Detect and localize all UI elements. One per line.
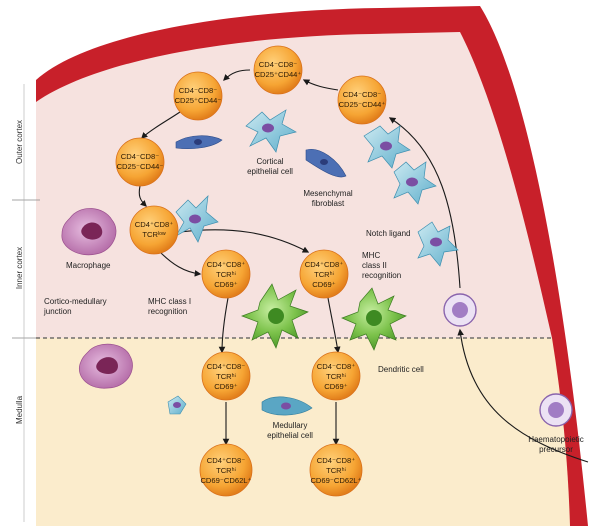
cell-line-2: TCRʰⁱ bbox=[216, 270, 236, 279]
arrow-dp-to-mhc1 bbox=[159, 251, 202, 277]
label-mhc2-3: recognition bbox=[362, 271, 401, 280]
thymocyte-dn-top-mid: CD4⁻CD8⁻ CD25⁺CD44⁺ bbox=[253, 45, 303, 95]
cell-line-1: CD4⁻CD8⁺ bbox=[317, 362, 355, 371]
label-cortical-epithelial-2: epithelial cell bbox=[247, 167, 293, 176]
macrophage-medulla bbox=[78, 343, 133, 389]
cell-line-3: CD69⁺ bbox=[214, 382, 237, 391]
cell-line-2: CD25⁻CD44⁺ bbox=[339, 100, 386, 109]
cell-line-3: CD69⁺ bbox=[214, 280, 237, 289]
thymocyte-dp-mhc1: CD4⁺CD8⁺ TCRʰⁱ CD69⁺ bbox=[201, 249, 251, 299]
label-macrophage: Macrophage bbox=[66, 261, 111, 270]
cell-line-1: CD4⁺CD8⁻ bbox=[207, 456, 245, 465]
macrophage-cortex bbox=[61, 208, 117, 256]
label-mhc1-2: recognition bbox=[148, 307, 187, 316]
thymocyte-sp-bottom-left: CD4⁺CD8⁻ TCRʰⁱ CD69⁻CD62L⁺ bbox=[199, 443, 253, 497]
cell-line-2: CD25⁺CD44⁻ bbox=[175, 96, 222, 105]
cell-line-1: CD4⁻CD8⁻ bbox=[121, 152, 159, 161]
arrow-mhc2-down bbox=[327, 297, 341, 354]
cell-line-3: CD69⁻CD62L⁺ bbox=[200, 476, 251, 485]
zone-label-outer-cortex: Outer cortex bbox=[15, 120, 24, 164]
arrow-entry-to-dn1 bbox=[388, 117, 461, 289]
cell-line-2: TCRʰⁱ bbox=[326, 372, 346, 381]
cell-line-1: CD4⁻CD8⁻ bbox=[259, 60, 297, 69]
cell-line-3: CD69⁺ bbox=[324, 382, 347, 391]
medulla-region bbox=[36, 338, 570, 526]
arrow-mhc1-down bbox=[218, 297, 229, 354]
label-haematopoietic-1: Haematopoietic bbox=[528, 435, 584, 444]
thymocyte-sp-mid-left: CD4⁺CD8⁻ TCRʰⁱ CD69⁺ bbox=[201, 351, 251, 401]
label-cortical-epithelial-1: Cortical bbox=[256, 157, 283, 166]
zone-label-medulla: Medulla bbox=[15, 395, 24, 424]
dendritic-cell-right bbox=[341, 287, 407, 351]
arrow-precursor-entry bbox=[457, 328, 589, 463]
epithelial-cell-right-2 bbox=[393, 161, 437, 205]
cell-line-2: TCRʰⁱ bbox=[216, 466, 236, 475]
mesenchymal-fibroblast-2 bbox=[175, 135, 223, 150]
epithelial-cell-inner bbox=[175, 195, 219, 243]
arrow-dn2-to-dn3 bbox=[223, 69, 251, 81]
cell-line-2: TCRˡᵒʷ bbox=[142, 230, 166, 239]
thymocyte-dp-mhc2: CD4⁺CD8⁺ TCRʰⁱ CD69⁺ bbox=[299, 249, 349, 299]
label-cm-junction-2: junction bbox=[43, 307, 72, 316]
thymocyte-dn-top-left: CD4⁻CD8⁻ CD25⁺CD44⁻ bbox=[173, 71, 223, 121]
small-epithelial-cell bbox=[167, 395, 187, 415]
label-mesenchymal-1: Mesenchymal bbox=[303, 189, 353, 198]
precursor-cell-entering bbox=[443, 293, 477, 327]
thymocyte-dp-low: CD4⁺CD8⁺ TCRˡᵒʷ bbox=[129, 205, 179, 255]
label-medullary-epithelial-1: Medullary bbox=[273, 421, 308, 430]
cell-line-2: CD25⁻CD44⁻ bbox=[117, 162, 164, 171]
cell-line-1: CD4⁻CD8⁻ bbox=[343, 90, 381, 99]
cell-line-1: CD4⁻CD8⁺ bbox=[317, 456, 355, 465]
cell-line-3: CD69⁻CD62L⁺ bbox=[310, 476, 361, 485]
cell-line-1: CD4⁺CD8⁺ bbox=[207, 260, 245, 269]
cortical-epithelial-cell bbox=[245, 109, 297, 153]
label-medullary-epithelial-2: epithelial cell bbox=[267, 431, 313, 440]
cell-line-3: CD69⁺ bbox=[312, 280, 335, 289]
haematopoietic-precursor-cell bbox=[539, 393, 573, 427]
epithelial-cell-right-1 bbox=[363, 125, 411, 169]
label-mesenchymal-2: fibroblast bbox=[312, 199, 345, 208]
label-cm-junction-1: Cortico-medullary bbox=[44, 297, 107, 306]
cell-line-1: CD4⁺CD8⁺ bbox=[305, 260, 343, 269]
label-haematopoietic-2: precursor bbox=[539, 445, 573, 454]
thymocyte-dn-left: CD4⁻CD8⁻ CD25⁻CD44⁻ bbox=[115, 137, 165, 187]
cortex-region bbox=[36, 32, 552, 338]
label-notch-ligand: Notch ligand bbox=[366, 229, 410, 238]
cell-line-2: TCRʰⁱ bbox=[216, 372, 236, 381]
mesenchymal-fibroblast bbox=[305, 149, 347, 178]
cell-line-2: TCRʰⁱ bbox=[326, 466, 346, 475]
thymocyte-sp-bottom-right: CD4⁻CD8⁺ TCRʰⁱ CD69⁻CD62L⁺ bbox=[309, 443, 363, 497]
zone-label-inner-cortex: Inner cortex bbox=[15, 247, 24, 289]
dendritic-cell-left bbox=[241, 283, 309, 349]
label-mhc2-1: MHC bbox=[362, 251, 380, 260]
arrow-dn1-to-dn2 bbox=[302, 79, 339, 91]
medullary-epithelial-cell bbox=[261, 396, 313, 416]
arrow-dn3-to-dn4 bbox=[141, 111, 181, 139]
cell-line-2: CD25⁺CD44⁺ bbox=[255, 70, 302, 79]
cell-line-1: CD4⁻CD8⁻ bbox=[179, 86, 217, 95]
thymocyte-sp-mid-right: CD4⁻CD8⁺ TCRʰⁱ CD69⁺ bbox=[311, 351, 361, 401]
cell-line-1: CD4⁺CD8⁻ bbox=[207, 362, 245, 371]
thymocyte-dn-top-right: CD4⁻CD8⁻ CD25⁻CD44⁺ bbox=[337, 75, 387, 125]
epithelial-cell-right-3 bbox=[417, 221, 459, 267]
cell-line-1: CD4⁺CD8⁺ bbox=[135, 220, 173, 229]
cell-line-2: TCRʰⁱ bbox=[314, 270, 334, 279]
label-dendritic-cell: Dendritic cell bbox=[378, 365, 424, 374]
label-mhc1-1: MHC class I bbox=[148, 297, 191, 306]
label-mhc2-2: class II bbox=[362, 261, 387, 270]
arrow-dn4-to-dp bbox=[138, 185, 147, 207]
